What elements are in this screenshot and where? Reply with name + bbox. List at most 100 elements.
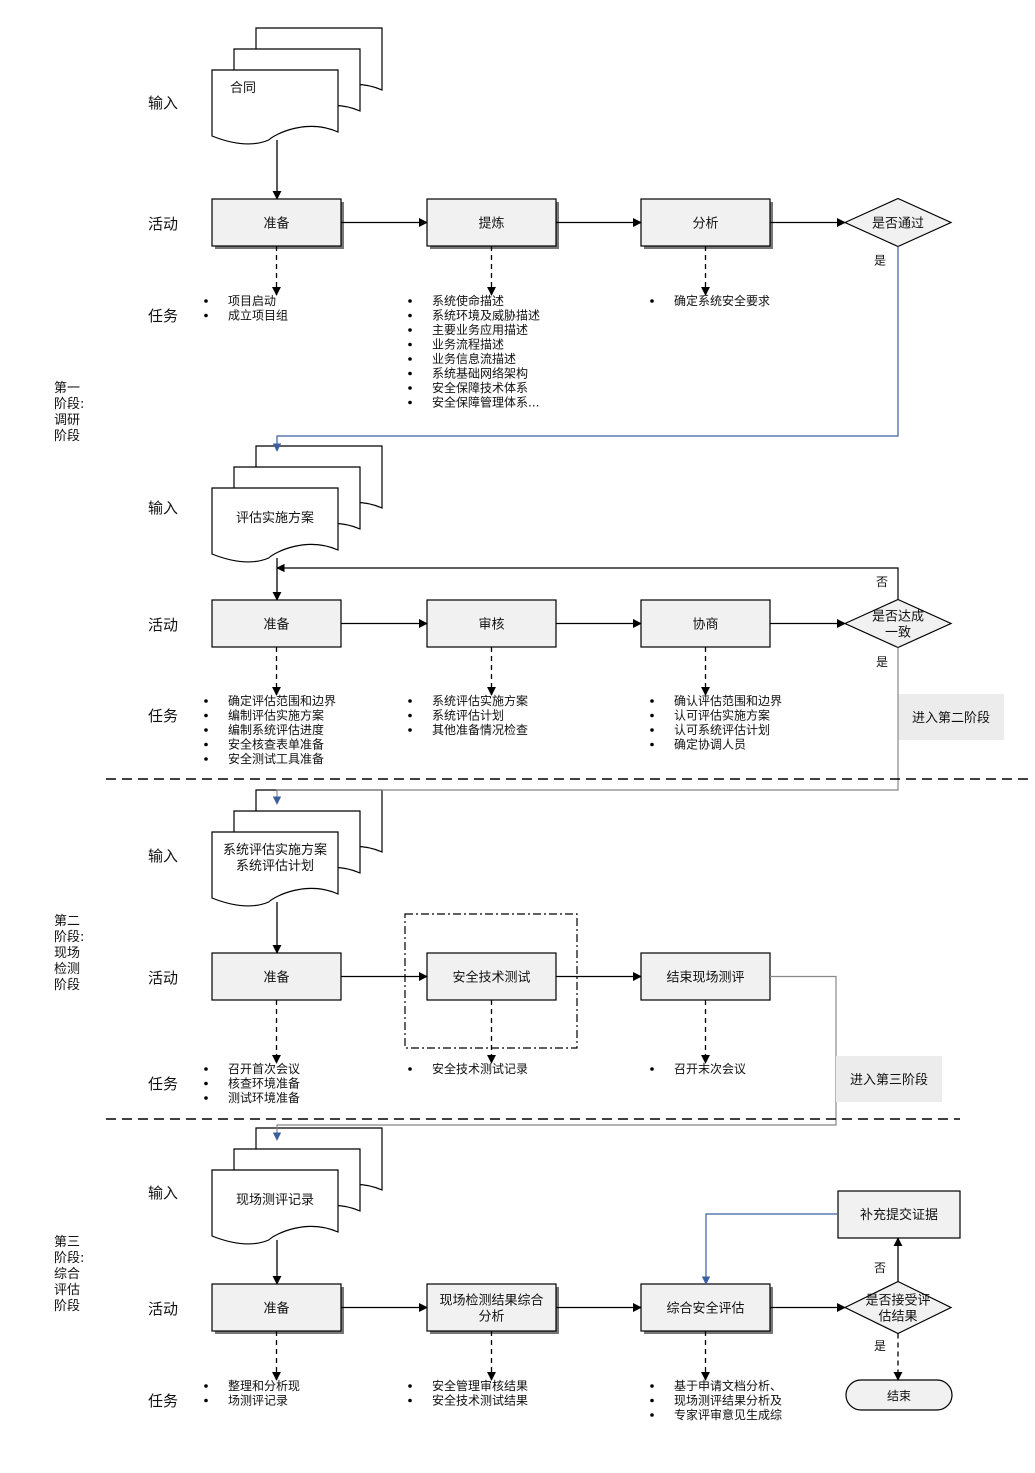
input-document-label: 现场测评记录 bbox=[236, 1193, 314, 1208]
activity-box bbox=[640, 1283, 771, 1332]
task-label-heading: 任务 bbox=[148, 707, 178, 725]
decision-label: 是否接受评 bbox=[865, 1293, 930, 1309]
bullet-dot bbox=[650, 299, 654, 303]
bullet-dot bbox=[204, 728, 208, 732]
no-label: 否 bbox=[874, 1261, 886, 1275]
task-item: 召开首次会议 bbox=[228, 1062, 300, 1076]
next-stage-box bbox=[836, 1056, 942, 1102]
task-item: 安全保障管理体系... bbox=[432, 395, 539, 410]
activity-box bbox=[640, 952, 771, 1001]
bullet-dot bbox=[408, 371, 412, 376]
bullet-dot bbox=[650, 1067, 654, 1071]
yes-label: 是 bbox=[874, 1339, 886, 1353]
activity-label: 准备 bbox=[263, 216, 289, 232]
task-item: 安全技术测试结果 bbox=[432, 1393, 528, 1408]
activity-label: 提炼 bbox=[478, 216, 504, 232]
bullet-dot bbox=[204, 699, 208, 703]
phase-label-line: 第一 bbox=[54, 381, 80, 396]
task-item: 核查环境准备 bbox=[228, 1076, 300, 1091]
bullet-dot bbox=[408, 342, 412, 347]
task-item: 系统评估实施方案 bbox=[432, 693, 528, 708]
bullet-dot bbox=[408, 728, 412, 732]
task-item: 测试环境准备 bbox=[228, 1090, 300, 1105]
phase-label-line: 评估 bbox=[54, 1283, 80, 1298]
task-item: 编制评估实施方案 bbox=[228, 708, 324, 723]
task-item: 基于申请文档分析、 bbox=[674, 1378, 782, 1393]
activity-label-heading: 活动 bbox=[148, 616, 178, 634]
activity-box bbox=[211, 952, 342, 1001]
task-item: 系统基础网络架构 bbox=[432, 366, 528, 381]
task-item: 现场测评结果分析及 bbox=[674, 1394, 782, 1408]
activity-label: 结束现场测评 bbox=[666, 971, 744, 986]
activity-label: 安全技术测试 bbox=[452, 970, 530, 986]
bullet-dot bbox=[408, 313, 412, 318]
input-label: 输入 bbox=[148, 94, 178, 112]
task-item: 安全管理审核结果 bbox=[432, 1378, 528, 1393]
phase-label-line: 阶段: bbox=[54, 930, 84, 945]
task-item: 项目启动 bbox=[228, 294, 276, 308]
task-label-heading: 任务 bbox=[148, 1075, 178, 1093]
input-document-label: 系统评估计划 bbox=[236, 859, 314, 874]
task-item: 安全测试工具准备 bbox=[228, 751, 324, 766]
supplement-box bbox=[837, 1190, 961, 1239]
activity-label: 审核 bbox=[478, 618, 504, 633]
decision-diamond bbox=[843, 197, 953, 248]
decision-diamond bbox=[843, 598, 953, 649]
bullet-dot bbox=[408, 1398, 412, 1403]
task-item: 业务信息流描述 bbox=[432, 351, 516, 366]
phase-label-line: 第三 bbox=[54, 1235, 80, 1250]
task-item: 成立项目组 bbox=[228, 308, 288, 323]
next-stage-label: 进入第二阶段 bbox=[912, 711, 990, 726]
bullet-dot bbox=[650, 713, 654, 718]
phase-label-line: 调研 bbox=[54, 413, 80, 428]
task-item: 认可系统评估计划 bbox=[674, 723, 770, 737]
task-item: 安全保障技术体系 bbox=[432, 380, 528, 395]
activity-label: 准备 bbox=[263, 617, 289, 633]
activity-label: 准备 bbox=[263, 1301, 289, 1317]
task-item: 专家评审意见生成综 bbox=[674, 1407, 782, 1422]
end-terminal bbox=[845, 1379, 953, 1411]
phase-label-line: 阶段: bbox=[54, 1251, 84, 1266]
task-label-heading: 任务 bbox=[148, 307, 178, 325]
next-stage-label: 进入第三阶段 bbox=[850, 1073, 928, 1088]
phase-label-line: 检测 bbox=[54, 962, 80, 977]
bullet-dot bbox=[204, 313, 208, 318]
bullet-dot bbox=[650, 1384, 654, 1388]
yes-label: 是 bbox=[874, 254, 886, 268]
activity-label-heading: 活动 bbox=[148, 215, 178, 233]
input-label: 输入 bbox=[148, 1184, 178, 1202]
task-item: 确定协调人员 bbox=[674, 737, 746, 752]
phase-transition-line bbox=[272, 975, 837, 1141]
task-item: 场测评记录 bbox=[228, 1394, 288, 1408]
bullet-dot bbox=[408, 386, 412, 390]
input-document-shape bbox=[211, 1169, 339, 1245]
loop-back-line bbox=[276, 563, 899, 600]
phase-label-line: 阶段 bbox=[54, 1299, 80, 1314]
task-item: 整理和分析现 bbox=[228, 1378, 300, 1393]
bullet-dot bbox=[204, 1096, 208, 1100]
phase-transition-line bbox=[272, 647, 899, 805]
phase-label-line: 现场 bbox=[54, 946, 80, 961]
phase-label-line: 阶段 bbox=[54, 978, 80, 993]
task-label-heading: 任务 bbox=[148, 1392, 178, 1410]
bullet-dot bbox=[204, 742, 208, 747]
phase-transition-line bbox=[272, 246, 899, 452]
input-document-label: 评估实施方案 bbox=[236, 510, 314, 526]
decision-label: 估结果 bbox=[878, 1310, 917, 1325]
task-item: 安全核查表单准备 bbox=[228, 737, 324, 752]
bullet-dot bbox=[204, 299, 208, 303]
task-item: 确定评估范围和边界 bbox=[228, 693, 336, 708]
test-group-frame bbox=[404, 913, 578, 1049]
activity-box bbox=[426, 599, 557, 648]
bullet-dot bbox=[650, 1398, 654, 1403]
decision-label: 是否达成 bbox=[872, 610, 924, 625]
bullet-dot bbox=[408, 699, 412, 703]
phase-label-line: 阶段 bbox=[54, 429, 80, 444]
activity-label: 分析 bbox=[478, 1310, 504, 1325]
task-item: 主要业务应用描述 bbox=[432, 322, 528, 337]
no-label: 否 bbox=[876, 575, 888, 589]
feedback-line bbox=[701, 1213, 838, 1285]
task-item: 认可评估实施方案 bbox=[674, 708, 770, 723]
bullet-dot bbox=[204, 757, 208, 761]
